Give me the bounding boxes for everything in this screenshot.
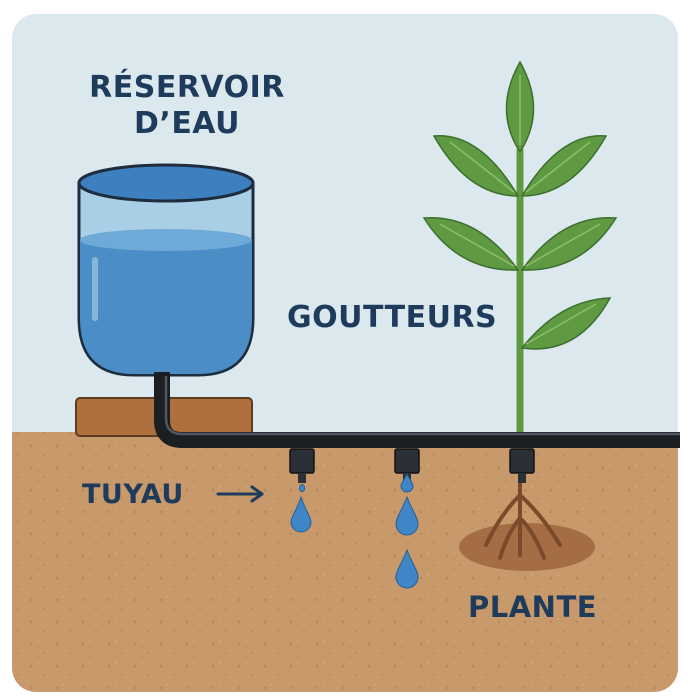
goutteurs-label: GOUTTEURS	[287, 300, 498, 335]
water-drop	[298, 484, 306, 493]
tuyau-label: TUYAU	[82, 479, 184, 510]
tuyau-arrow	[216, 485, 264, 503]
reservoir-label-line1: RÉSERVOIR	[89, 70, 285, 105]
leaf-veins	[439, 75, 601, 345]
plant-soil-mound	[459, 523, 595, 571]
water-drop	[290, 495, 312, 533]
water-drops	[290, 472, 419, 589]
plant-leaves	[422, 60, 618, 350]
water-reservoir	[77, 163, 255, 377]
reservoir-label: RÉSERVOIR D’EAU	[74, 70, 300, 142]
dripper-1	[289, 448, 315, 483]
dripper-3	[509, 448, 535, 483]
reservoir-water	[80, 235, 252, 374]
water-drop	[395, 548, 419, 589]
pipe	[154, 372, 680, 448]
plant-roots	[484, 476, 562, 560]
plante-label: PLANTE	[468, 590, 598, 624]
water-drop	[395, 495, 419, 536]
reservoir-rim	[77, 163, 255, 203]
reservoir-label-line2: D’EAU	[134, 106, 240, 141]
water-drop	[400, 472, 414, 493]
